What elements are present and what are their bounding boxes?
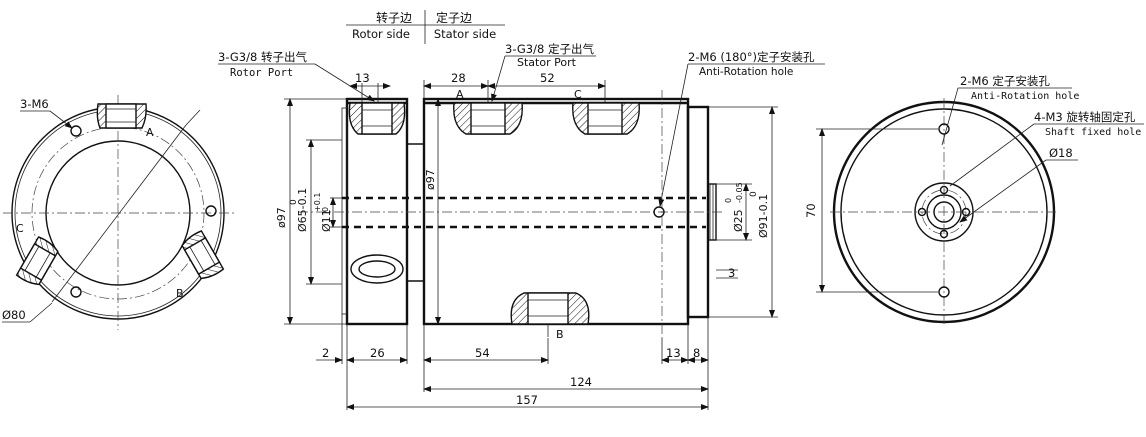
left-port-c-label: C — [16, 222, 24, 235]
right-anti-cn: 2-M6 定子安装孔 — [960, 74, 1050, 88]
dim-13-bottom-text: 13 — [666, 346, 681, 360]
dim-d25-text: Ø25 — [732, 209, 745, 232]
rotor-port-top — [348, 102, 406, 135]
dim-d25-tol: -0.05 — [735, 182, 744, 203]
dim-52: 52 — [487, 71, 606, 102]
anti-rotation-en: Anti-Rotation hole — [699, 66, 793, 78]
shaft-fixed-cn: 4-M3 旋转轴固定孔 — [1034, 110, 1136, 124]
dim-26-text: 26 — [370, 346, 385, 360]
dim-d91: Ø91-0.1 0 — [708, 106, 778, 318]
dim-d11-tol: +0.1 — [313, 193, 322, 212]
left-port-a — [96, 103, 147, 129]
rotor-port-en: Rotor Port — [230, 67, 293, 79]
m3-hole — [917, 207, 927, 217]
dim-8-text: 8 — [693, 346, 700, 360]
dim-13-top-text: 13 — [355, 71, 370, 85]
side-port-b-label: B — [556, 328, 564, 341]
rotor-side-en: Rotor side — [352, 27, 410, 41]
right-anti-en: Anti-Rotation hole — [971, 91, 1079, 102]
stator-side-en: Stator side — [434, 27, 496, 41]
dim-2: 2 — [316, 314, 343, 364]
dim-d91-text: Ø91-0.1 — [757, 194, 770, 238]
dim-124: 124 — [423, 375, 709, 392]
side-view: A C B 3-G3/8 转子出气 Rotor Port 3-G3/8 定子出气… — [218, 42, 825, 410]
left-port-b-label: B — [176, 287, 184, 300]
left-port-b — [181, 230, 225, 280]
m6-hole — [70, 286, 82, 298]
m6-hole — [205, 205, 217, 217]
stator-side-cn: 定子边 — [436, 10, 472, 25]
dim-d91-upper-tol: 0 — [749, 191, 759, 197]
dim-d25: Ø25 0 -0.05 — [716, 182, 752, 241]
dim-3: 3 — [716, 266, 738, 280]
side-port-a-label: A — [456, 88, 464, 101]
dim-8: 8 — [687, 317, 709, 410]
dim-13-bottom: 13 — [661, 324, 689, 364]
shaft-fixed-en: Shaft fixed hole — [1045, 127, 1141, 138]
dim-157-text: 157 — [516, 393, 538, 407]
dim-28-text: 28 — [451, 71, 466, 85]
m3-hole — [939, 229, 949, 239]
side-port-c-label: C — [574, 88, 582, 101]
dim-d97-left: ø97 — [275, 98, 346, 325]
dim-26: 26 — [346, 324, 408, 410]
m6-hole — [70, 125, 82, 137]
anti-rotation-cn: 2-M6 (180°)定子安装孔 — [688, 50, 815, 64]
dim-d25-tol2: 0 — [724, 198, 733, 203]
m3-hole — [939, 185, 949, 195]
stator-port-c — [572, 102, 640, 135]
dim-70: 70 — [804, 203, 818, 218]
right-m6-hole — [938, 286, 950, 298]
stator-port-en: Stator Port — [517, 56, 577, 69]
left-port-a-label: A — [146, 126, 154, 139]
dim-d11-tol2: 0 — [321, 207, 330, 212]
left-port-c — [15, 236, 59, 286]
dim-d65-text: Ø65-0.1 — [296, 188, 309, 232]
dim-d11: Ø11 +0.1 0 — [313, 193, 342, 232]
dim-13-top: 13 — [349, 71, 391, 102]
dim-3-text: 3 — [728, 266, 735, 280]
stator-port-cn: 3-G3/8 定子出气 — [505, 42, 594, 56]
m6-left-label: 3-M6 — [20, 97, 49, 111]
rotor-port-cn: 3-G3/8 转子出气 — [218, 50, 307, 64]
rotor-side-cn: 转子边 — [376, 10, 412, 25]
anti-rotation-hole — [653, 206, 665, 218]
dia18-label: Ø18 — [1049, 146, 1073, 160]
dia80-label: Ø80 — [2, 308, 26, 322]
stator-port-b — [510, 292, 590, 325]
stator-port-a — [453, 102, 523, 135]
dim-54: 54 — [423, 324, 549, 392]
dim-d97-mid: ø97 — [424, 98, 441, 325]
dim-d65: Ø65-0.1 0 — [289, 139, 342, 285]
dim-d97-left-text: ø97 — [275, 207, 288, 228]
dim-157: 157 — [346, 393, 709, 410]
dim-d65-upper-tol: 0 — [289, 199, 299, 205]
right-end-view: 70 2-M6 定子安装孔 Anti-Rotation hole 4-M3 旋转… — [804, 74, 1144, 326]
dim-52-text: 52 — [540, 71, 555, 85]
dim-54-text: 54 — [475, 346, 490, 360]
dim-2-text: 2 — [322, 346, 329, 360]
dim-124-text: 124 — [570, 375, 592, 389]
dim-d11-text: Ø11 — [320, 209, 333, 232]
left-end-view: A C B 3-M6 Ø80 — [2, 95, 235, 330]
rotor-port-front — [350, 254, 404, 284]
right-m6-hole — [938, 123, 950, 135]
side-legend: 转子边 Rotor side 定子边 Stator side — [346, 10, 505, 44]
dim-d97-mid-text: ø97 — [424, 169, 437, 190]
